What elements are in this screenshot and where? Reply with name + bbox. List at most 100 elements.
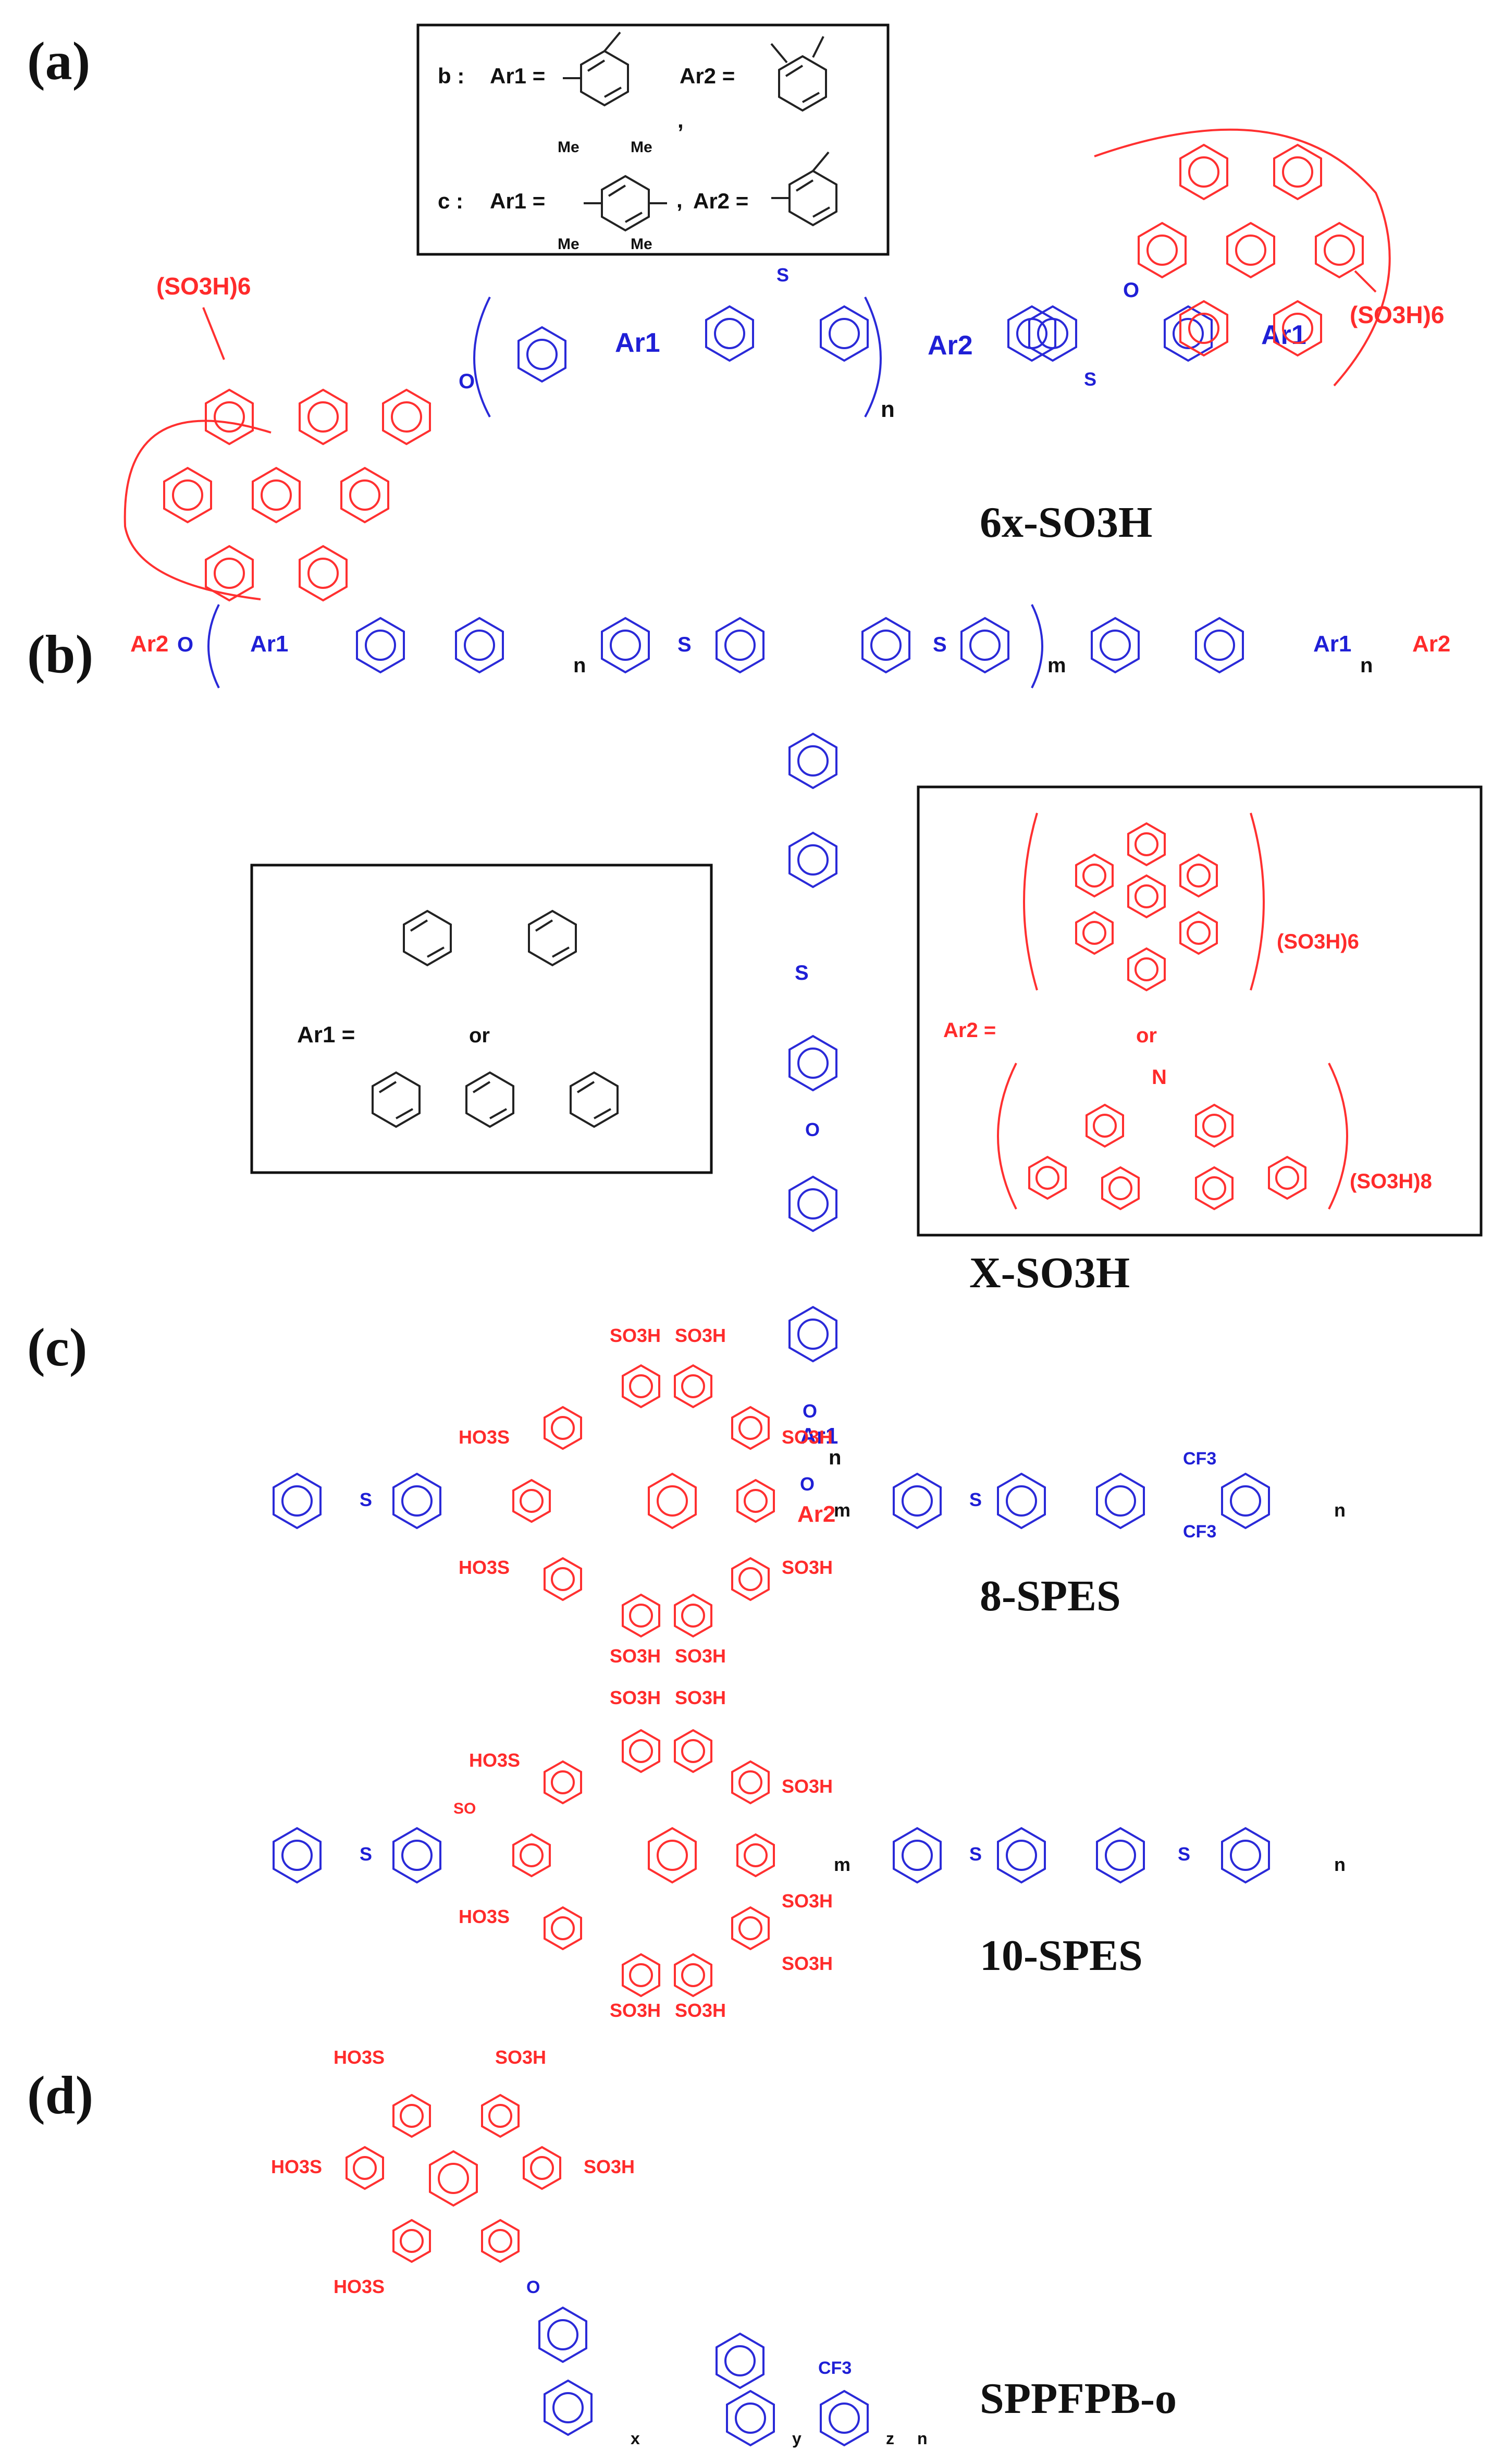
- panel-label-a: (a): [27, 31, 90, 91]
- methyl-label: Me: [631, 139, 652, 156]
- panel-a: (a) b : Ar1 = Ar2 = , c : Ar1 = Me Me Me…: [27, 23, 1444, 601]
- legend-row-b-ar1: Ar1 =: [490, 64, 545, 88]
- repeat-x: x: [631, 2429, 640, 2448]
- cf3-label: CF3: [1183, 1449, 1216, 1469]
- thioether-s: S: [1084, 368, 1096, 390]
- so3h-label: SO3H: [675, 1687, 726, 1708]
- sulfone-s: S: [360, 1843, 372, 1865]
- so3h-label: SO3H: [610, 1645, 661, 1667]
- repeat-m: m: [834, 1499, 850, 1521]
- ho3s-label: HO3S: [459, 1557, 510, 1578]
- ho3s-label: HO3S: [469, 1750, 520, 1771]
- panel-label-d: (d): [27, 2065, 93, 2125]
- sulfonated-hexaphenylbenzene-left: (SO3H)6: [124, 273, 431, 601]
- so3h-label: SO3H: [610, 2000, 661, 2021]
- repeat-n: n: [573, 654, 586, 677]
- so3h-label: SO3H: [782, 1557, 833, 1578]
- so3h-label: SO3H: [675, 2000, 726, 2021]
- compound-label-6x-so3h: 6x-SO3H: [980, 498, 1152, 547]
- methyl-label: Me: [558, 139, 579, 156]
- backbone-6x: O Ar1 S Ar2 S n Ar1 O: [459, 264, 1306, 422]
- legend-row-c-prefix: c :: [438, 189, 463, 213]
- so3h-label: SO3H: [610, 1325, 661, 1346]
- compound-label-x-so3h: X-SO3H: [969, 1249, 1130, 1297]
- ar1-definition-label: Ar1 =: [297, 1022, 355, 1048]
- methyl-label: Me: [558, 236, 579, 253]
- ether-oxygen: O: [1123, 279, 1139, 302]
- panel-c: (c) SO3H SO3H HO3S SO3H S m S CF3 CF3: [27, 1317, 1346, 2021]
- ho3s-label: HO3S: [459, 1426, 510, 1448]
- sulfone-s: S: [795, 962, 809, 984]
- legend-row-c-ar2: Ar2 =: [693, 189, 748, 213]
- ar1-label: Ar1: [250, 631, 288, 657]
- sulfonate-eight: (SO3H)8: [1350, 1170, 1432, 1193]
- ar1-definition-box: Ar1 = or: [250, 864, 713, 1174]
- repeat-n: n: [917, 2429, 928, 2448]
- panel-label-b: (b): [27, 624, 93, 684]
- panel-label-c: (c): [27, 1317, 87, 1377]
- ar2-label: Ar2: [928, 330, 973, 361]
- so3h-label: SO3H: [782, 1890, 833, 1912]
- structure-10-spes: SO3H SO3H HO3S SO3H S SO m S S n SO3H HO…: [273, 1687, 1346, 2021]
- ortho-phenylene-ring: [778, 55, 827, 112]
- ar2-definition-label: Ar2 =: [943, 1019, 996, 1042]
- so3h-label: SO3H: [675, 1325, 726, 1346]
- repeat-n: n: [1334, 1854, 1346, 1875]
- ether-oxygen: O: [177, 633, 193, 656]
- svg-text:,: ,: [677, 108, 684, 132]
- ar1-label: Ar1: [615, 328, 660, 358]
- repeat-n: n: [829, 1446, 841, 1469]
- ho3s-label: HO3S: [334, 2276, 385, 2297]
- panel-b: (b) Ar2 O Ar1 n S S m Ar1 n Ar2 S O O Ar…: [27, 604, 1483, 1527]
- structure-8-spes: SO3H SO3H HO3S SO3H S m S CF3 CF3 n HO3S…: [273, 1325, 1346, 1667]
- tetramethyl-phenylene-ring: [601, 175, 650, 231]
- ar1-label: Ar1: [800, 1423, 838, 1449]
- compound-label-8-spes: 8-SPES: [980, 1572, 1121, 1620]
- so3h-label: SO3H: [610, 1687, 661, 1708]
- ho3s-label: HO3S: [459, 1906, 510, 1927]
- ar2-end-bottom: Ar2: [797, 1501, 835, 1527]
- sulfone-s: S: [1178, 1843, 1190, 1865]
- so3h-label: SO3H: [782, 1953, 833, 1974]
- sulfone-s: S: [360, 1489, 372, 1510]
- sulfonate-label-left: (SO3H)6: [156, 273, 251, 300]
- repeat-m: m: [834, 1854, 850, 1875]
- sulfonated-hexaphenylbenzene-right: (SO3H)6: [1094, 128, 1444, 387]
- legend-box-a: b : Ar1 = Ar2 = , c : Ar1 = Me Me Me Me …: [416, 23, 890, 256]
- ar2-end-left: Ar2: [130, 631, 168, 657]
- or-label: or: [469, 1024, 490, 1047]
- repeat-n: n: [1334, 1499, 1346, 1521]
- so3h-label: SO3H: [495, 2047, 546, 2068]
- so3h-label: SO3H: [675, 1645, 726, 1667]
- meta-phenylene-ring: [788, 170, 837, 226]
- sulfone-s: S: [969, 1489, 982, 1510]
- thioether-s: S: [776, 264, 789, 286]
- repeat-n: n: [1360, 654, 1373, 677]
- legend-row-b-prefix: b :: [438, 64, 464, 88]
- panel-d: (d) HO3S SO3H HO3S SO3H HO3S O CF3 x y z…: [27, 2047, 1177, 2448]
- or-label: or: [1136, 1024, 1157, 1047]
- ho3s-label: HO3S: [334, 2047, 385, 2068]
- sulfone-s: S: [933, 633, 947, 656]
- ether-oxygen: O: [526, 2277, 540, 2297]
- sulfone-s: S: [969, 1843, 982, 1865]
- compound-label-10-spes: 10-SPES: [980, 1931, 1143, 1980]
- carbazole-nitrogen: N: [1152, 1066, 1167, 1089]
- repeat-n: n: [881, 397, 895, 422]
- sulfonate-six: (SO3H)6: [1277, 930, 1359, 953]
- ar2-definition-box: (SO3H)6 Ar2 = or N (SO3H)8: [917, 785, 1483, 1237]
- repeat-z: z: [886, 2429, 894, 2448]
- so3h-label: SO3H: [782, 1776, 833, 1797]
- legend-row-b-ar2: Ar2 =: [680, 64, 735, 88]
- sulfonate-label-right: (SO3H)6: [1350, 301, 1444, 328]
- repeat-y: y: [792, 2429, 802, 2448]
- so3h-label: SO3H: [782, 1426, 833, 1448]
- cf3-label: CF3: [818, 2358, 852, 2378]
- ether-oxygen: O: [800, 1473, 815, 1495]
- ether-oxygen: O: [805, 1119, 820, 1140]
- compound-label-sppfpb-o: SPPFPB-o: [980, 2374, 1177, 2423]
- svg-text:,: ,: [676, 188, 683, 212]
- cf3-label: CF3: [1183, 1522, 1216, 1542]
- so3h-label: SO3H: [584, 2156, 635, 2177]
